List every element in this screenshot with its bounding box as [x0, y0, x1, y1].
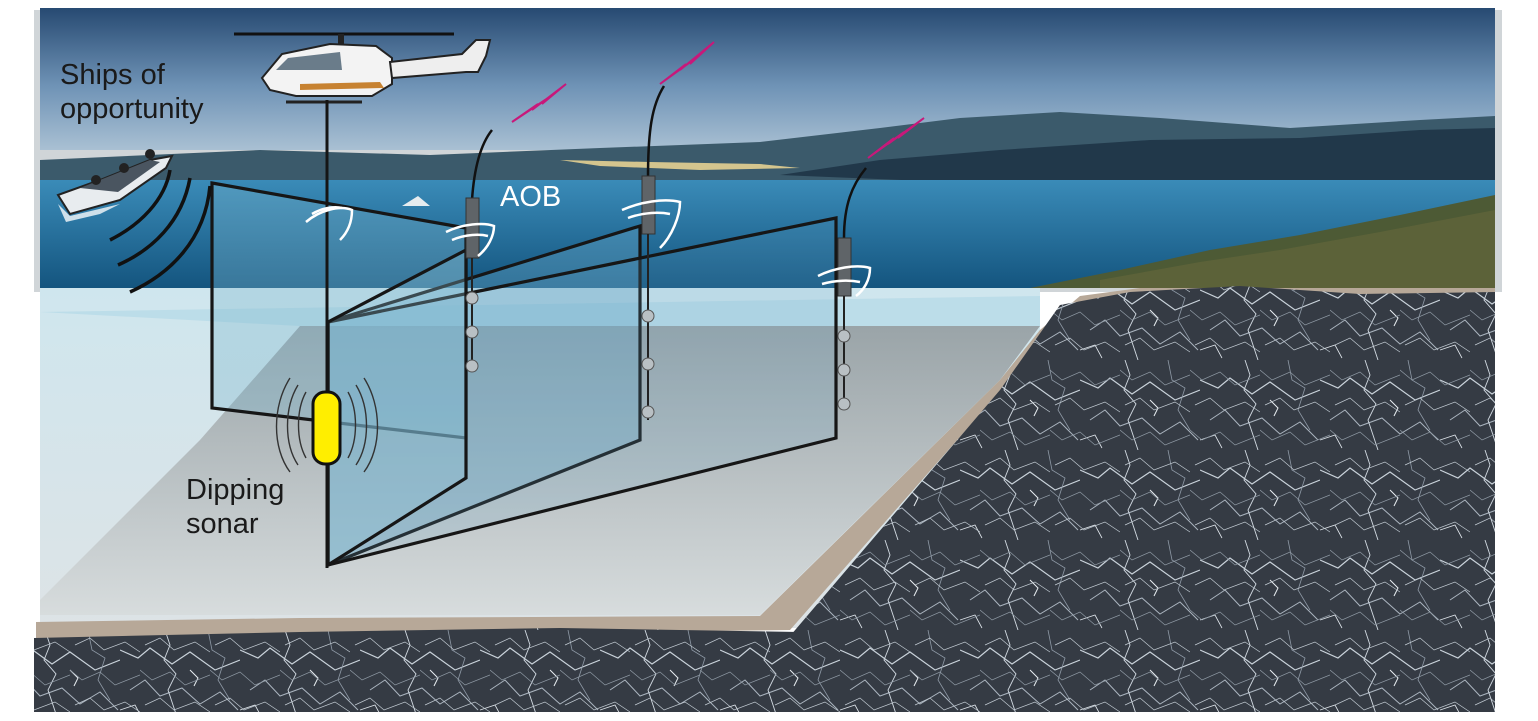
ships-of-opportunity-label: Ships of opportunity	[60, 58, 204, 126]
rock-floor-veins	[34, 628, 800, 712]
helicopter	[234, 32, 492, 568]
ships-label-line-2: opportunity	[60, 93, 204, 125]
sonar-body	[311, 390, 342, 466]
ship-of-opportunity	[56, 149, 174, 222]
headland	[780, 128, 1495, 186]
aob1-hydrophone-1	[465, 291, 479, 305]
aob1-hydrophone-3	[465, 359, 479, 373]
arc-aob2-1	[621, 199, 682, 249]
arc-aob1-1	[445, 222, 496, 257]
aob3-hydrophone-3	[837, 397, 851, 411]
seabed-plane	[40, 326, 1040, 615]
arc-plane-1	[305, 206, 354, 241]
aob2-antenna-wire	[646, 85, 666, 179]
aob2-hydrophone-3	[641, 405, 655, 419]
shallow-shelf	[40, 296, 1040, 326]
aob3-hydrophone-1	[837, 329, 851, 343]
arc-aob3-1	[817, 265, 872, 297]
aob3-antenna-wire	[842, 167, 867, 239]
bedrock	[34, 286, 1495, 712]
ships-label-line-1: Ships of	[60, 59, 165, 91]
ship-crew-1	[91, 175, 101, 185]
aob2-hydrophone-1	[641, 309, 655, 323]
arc-plane-2	[311, 206, 343, 216]
hillside-texture	[1100, 210, 1495, 288]
acoustic-arcs	[305, 199, 872, 297]
dipping-sonar-label: Dipping sonar	[186, 473, 284, 541]
arc-aob2-2	[627, 211, 671, 220]
ship-crew-3	[145, 149, 155, 159]
helicopter-windows	[276, 52, 342, 70]
arc-aob1-2	[451, 233, 489, 242]
arc-aob3-2	[821, 279, 861, 286]
rock-outcrop-veins	[760, 286, 1495, 712]
dipping-sonar	[275, 377, 379, 473]
ship-wave-2	[117, 177, 192, 267]
helicopter-stripe	[300, 82, 384, 90]
dipping-label-line-2: sonar	[186, 508, 259, 540]
ship-deck	[80, 160, 160, 192]
helicopter-tail	[388, 39, 492, 80]
dipping-label-line-1: Dipping	[186, 474, 285, 506]
aob3-signal	[867, 117, 925, 159]
aob2-hydrophone-2	[641, 357, 655, 371]
aob-label: AOB	[500, 181, 562, 213]
beach	[560, 160, 800, 170]
ship-sound-waves	[109, 169, 212, 294]
aob1-hydrophone-2	[465, 325, 479, 339]
dipping-sonar-waves-right	[347, 377, 379, 473]
ship-wake	[58, 204, 120, 222]
aob-buoy-1	[465, 83, 567, 373]
aob2-signal	[659, 41, 715, 85]
rotor-hub	[338, 34, 344, 46]
acoustic-planes	[210, 181, 838, 568]
aob-buoy-2	[641, 41, 715, 420]
ship-wave-1	[109, 169, 172, 242]
shark-fin	[402, 196, 430, 206]
aob3-hydrophone-2	[837, 363, 851, 377]
aob1-signal	[511, 83, 567, 123]
ship-crew-2	[119, 163, 129, 173]
aob2-body	[641, 175, 656, 235]
dipping-sonar-waves-left	[275, 377, 307, 473]
aob1-body	[465, 197, 480, 259]
coastal-panorama	[34, 8, 1502, 292]
aob1-antenna-wire	[470, 129, 493, 201]
ship-wave-3	[129, 185, 212, 294]
